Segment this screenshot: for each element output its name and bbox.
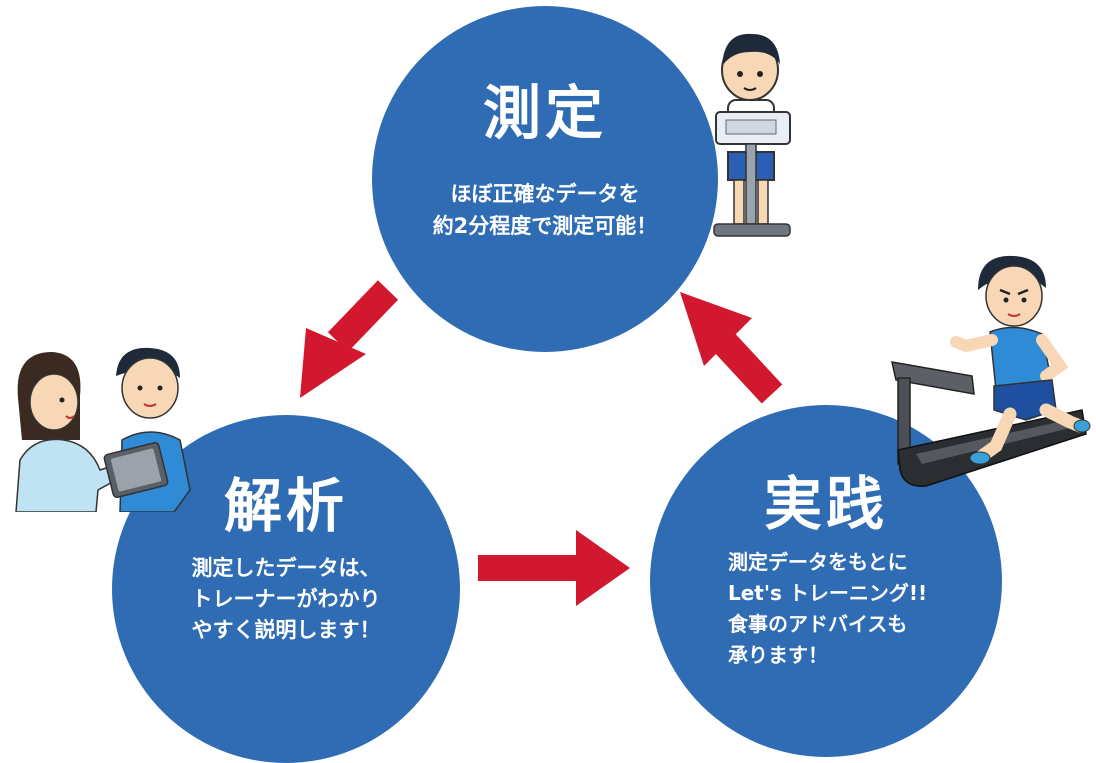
practice-line-2: Let's トレーニング!! bbox=[728, 581, 928, 605]
practice-line-1: 測定データをもとに bbox=[728, 550, 908, 574]
practice-line-4: 承ります！ bbox=[728, 643, 828, 667]
measure-description: ほぼ正確なデータを 約2分程度で測定可能！ bbox=[372, 178, 718, 242]
practice-description: 測定データをもとに Let's トレーニング!! 食事のアドバイスも 承ります！ bbox=[728, 547, 1002, 671]
cycle-arrows bbox=[300, 280, 783, 606]
analysis-description: 測定したデータは、 トレーナーがわかり やすく説明します！ bbox=[112, 553, 460, 646]
measure-circle: 測定 ほぼ正確なデータを 約2分程度で測定可能！ bbox=[372, 6, 718, 352]
practice-title: 実践 bbox=[763, 470, 888, 538]
body-composition-scale-person-icon bbox=[713, 33, 791, 237]
measure-line-2: 約2分程度で測定可能！ bbox=[432, 214, 658, 238]
analysis-line-3: やすく説明します！ bbox=[191, 618, 381, 642]
treadmill-runner-icon bbox=[891, 255, 1091, 487]
measure-line-1: ほぼ正確なデータを bbox=[450, 182, 640, 206]
analysis-line-2: トレーナーがわかり bbox=[191, 587, 381, 611]
analysis-line-1: 測定したデータは、 bbox=[191, 556, 381, 580]
practice-line-3: 食事のアドバイスも bbox=[728, 612, 908, 636]
measure-title: 測定 bbox=[482, 79, 607, 147]
analysis-circle: 解析 測定したデータは、 トレーナーがわかり やすく説明します！ bbox=[112, 415, 460, 763]
arrow-practice-to-measure bbox=[680, 292, 783, 404]
arrow-analysis-to-practice bbox=[478, 530, 630, 606]
trainer-explaining-tablet-icon bbox=[15, 347, 191, 512]
analysis-title: 解析 bbox=[223, 472, 348, 540]
arrow-measure-to-analysis bbox=[300, 280, 399, 398]
